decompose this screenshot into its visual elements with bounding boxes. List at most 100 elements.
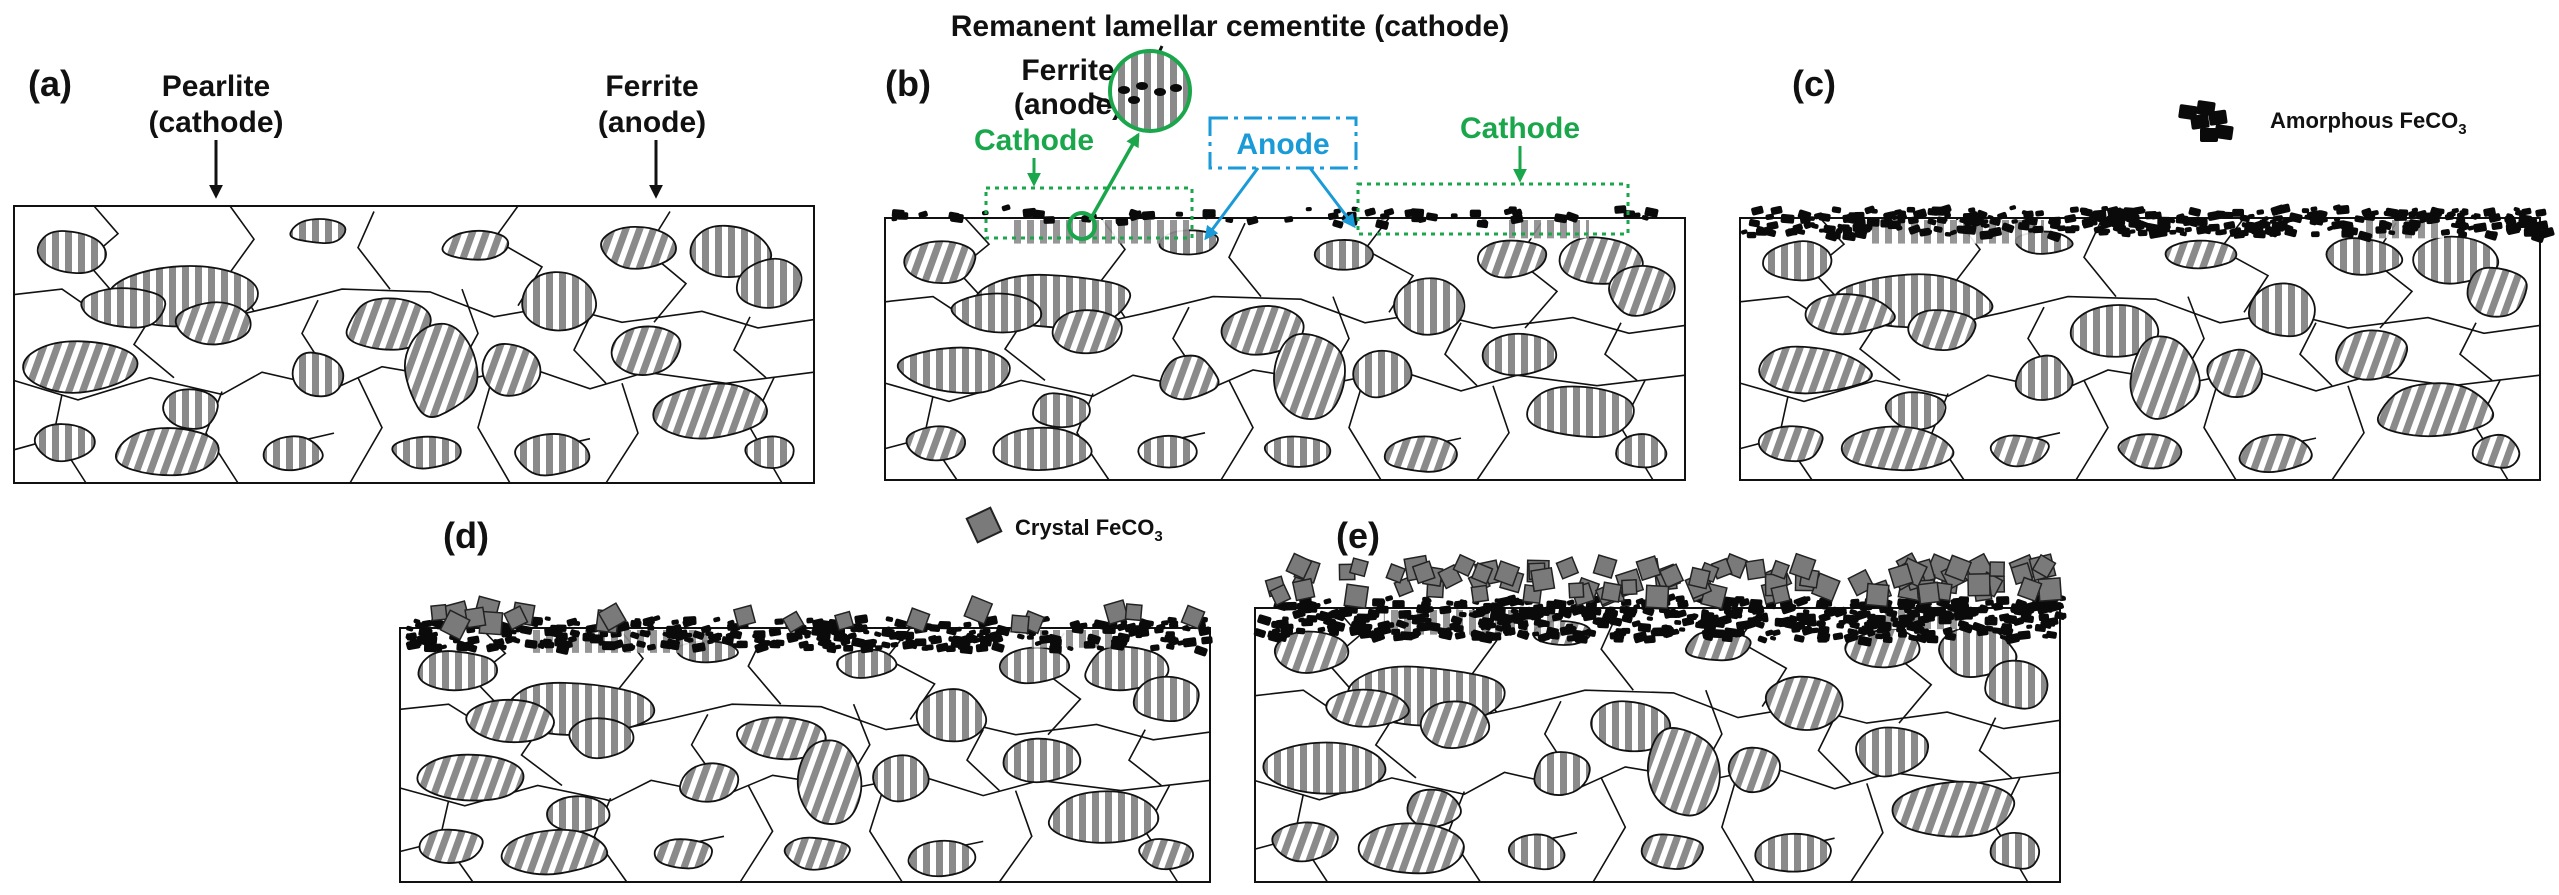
amorphous-feco3-particle: [405, 633, 415, 641]
amorphous-feco3-particle: [1160, 636, 1168, 643]
pearlite-grain: [1984, 659, 2049, 710]
amorphous-feco3-particle: [1988, 226, 2002, 238]
amorphous-feco3-particle: [1183, 625, 1191, 632]
amorphous-feco3-particle: [1880, 624, 1891, 632]
amorphous-feco3-particle: [544, 626, 558, 637]
amorphous-feco3-particle: [1453, 601, 1464, 609]
pearlite-grain: [1727, 746, 1781, 794]
amorphous-feco3-particle: [1418, 216, 1427, 223]
amorphous-feco3-particle: [1540, 620, 1550, 628]
amorphous-feco3-particle: [2034, 225, 2043, 232]
amorphous-feco3-particle: [1446, 600, 1454, 606]
amorphous-feco3-particle: [1866, 616, 1882, 629]
amorphous-feco3-particle: [1762, 226, 1771, 233]
amorphous-feco3-particle: [420, 637, 433, 646]
amorphous-feco3-particle: [2450, 222, 2458, 228]
amorphous-feco3-particle: [2222, 211, 2234, 220]
amorphous-feco3-particle: [569, 629, 581, 638]
amorphous-feco3-particle: [2137, 229, 2148, 237]
amorphous-feco3-particle: [1854, 609, 1869, 621]
amorphous-feco3-particle: [1757, 635, 1768, 644]
amorphous-feco3-particle: [2342, 223, 2354, 232]
amorphous-feco3-particle: [839, 634, 851, 643]
amorphous-feco3-particle: [1508, 206, 1517, 213]
pearlite-grain: [653, 838, 713, 870]
amorphous-feco3-particle: [2046, 630, 2057, 639]
pearlite-grain: [998, 646, 1071, 685]
amorphous-feco3-particle: [1253, 628, 1267, 638]
amorphous-feco3-particle: [1807, 222, 1815, 228]
crystal-feco3: [1944, 554, 1973, 583]
amorphous-feco3-icon-block: [2200, 128, 2218, 142]
amorphous-feco3-particle: [1667, 610, 1679, 618]
amorphous-feco3-particle: [1818, 602, 1828, 610]
amorphous-feco3-particle: [1385, 595, 1394, 602]
crystal-feco3: [2016, 576, 2043, 603]
pearlite-grain: [391, 435, 462, 470]
pearlite-grain: [1855, 726, 1930, 778]
amorphous-feco3-particle: [1797, 209, 1812, 221]
amorphous-feco3-particle: [1646, 616, 1654, 621]
amorphous-feco3-particle: [642, 630, 651, 637]
amorphous-feco3-particle: [1440, 631, 1450, 639]
amorphous-feco3-particle: [1416, 622, 1428, 632]
amorphous-feco3-particle: [2408, 219, 2421, 229]
amorphous-feco3-particle: [2535, 208, 2547, 217]
grain-boundary: [1228, 222, 1262, 298]
amorphous-feco3-particle: [1751, 205, 1764, 216]
amorphous-feco3-particle: [2491, 221, 2503, 230]
pearlite-grain: [744, 435, 795, 470]
amorphous-feco3-particle: [1933, 225, 1943, 233]
amorphous-feco3-particle: [1723, 596, 1738, 607]
pearlite-grain: [1989, 831, 2041, 870]
amorphous-feco3-particle: [768, 627, 782, 637]
amorphous-feco3-particle: [1383, 208, 1395, 217]
amorphous-feco3-particle: [1416, 604, 1430, 615]
remanent-cementite-label: Remanent lamellar cementite (cathode): [951, 10, 1510, 43]
amorphous-feco3-particle: [713, 616, 721, 623]
amorphous-feco3-particle: [1751, 605, 1765, 615]
grain-boundary: [1850, 783, 1884, 883]
pearlite-grain: [1271, 821, 1339, 863]
amorphous-feco3-particle: [1017, 633, 1025, 640]
crystal-feco3: [1770, 584, 1791, 605]
crystal-feco3: [1600, 581, 1623, 603]
amorphous-feco3-particle: [1510, 214, 1524, 225]
amorphous-feco3-particle: [1883, 211, 1897, 221]
amorphous-feco3-particle: [2065, 226, 2076, 234]
amorphous-feco3-particle: [1585, 628, 1597, 637]
amorphous-feco3-particle: [1762, 617, 1769, 623]
amorphous-feco3-particle: [1784, 619, 1797, 630]
amorphous-feco3-particle: [2531, 230, 2538, 236]
grain-boundary: [1444, 322, 1478, 387]
amorphous-feco3-particle: [493, 639, 501, 645]
amorphous-feco3-particle: [834, 644, 842, 650]
amorphous-feco3-particle: [2232, 208, 2244, 217]
crystal-feco3: [1103, 599, 1130, 626]
amorphous-feco3-particle: [1424, 617, 1432, 623]
amorphous-feco3-particle: [1823, 224, 1836, 234]
amorphous-feco3-particle: [2521, 207, 2532, 216]
amorphous-feco3-particle: [995, 624, 1011, 637]
amorphous-feco3-particle: [1738, 598, 1750, 607]
amorphous-feco3-particle: [2057, 612, 2067, 620]
amorphous-feco3-particle: [1398, 610, 1412, 619]
amorphous-feco3-particle: [1558, 607, 1573, 618]
amorphous-feco3-particle: [430, 643, 443, 652]
amorphous-feco3-particle: [1166, 643, 1175, 650]
amorphous-feco3-particle: [817, 640, 827, 647]
amorphous-feco3-particle: [1565, 211, 1579, 223]
cathode-left-box: [984, 186, 1194, 240]
zoom-arrow: [1088, 132, 1140, 221]
grain-boundary: [349, 377, 383, 484]
amorphous-feco3-particle: [2003, 224, 2010, 230]
amorphous-feco3-particle: [1914, 624, 1921, 630]
amorphous-feco3-particle: [1957, 619, 1969, 629]
pearlite-grain: [521, 271, 597, 332]
amorphous-feco3-particle: [1752, 615, 1762, 623]
amorphous-feco3-particle: [2505, 219, 2515, 227]
crystal-feco3: [1788, 552, 1817, 581]
pearlite-grain: [1352, 349, 1413, 399]
amorphous-feco3-particle: [2270, 204, 2285, 216]
crystal-feco3: [1268, 583, 1292, 607]
